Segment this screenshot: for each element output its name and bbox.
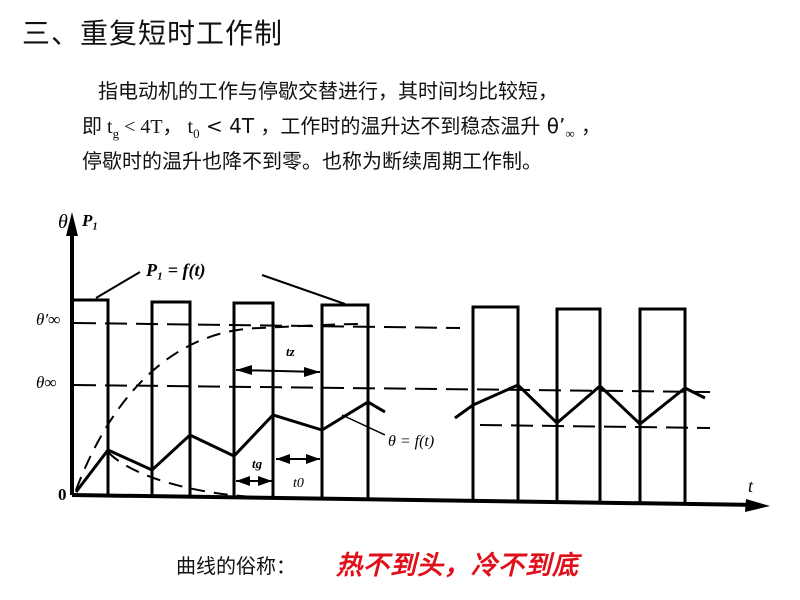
theta-inf-dashed-line — [73, 384, 711, 393]
cooling-exponential-dashed — [107, 451, 271, 499]
tg-label: tg — [252, 456, 263, 471]
temperature-curve-left — [74, 400, 386, 493]
line2-pre: 即 t — [82, 116, 113, 138]
origin-label: 0 — [58, 485, 67, 504]
x-axis-label: t — [748, 476, 754, 496]
y-axis-theta-label: θ — [58, 211, 68, 233]
paragraph-line-1: 指电动机的工作与停歇交替进行，其时间均比较短， — [98, 79, 558, 103]
slide-title: 三、重复短时工作制 — [22, 17, 284, 50]
tg-arrow-right — [258, 476, 272, 486]
tz-arrow-left — [236, 365, 252, 375]
caption-highlight: 热不到头，冷不到底 — [336, 551, 580, 581]
t0-arrow-left — [276, 454, 290, 464]
pulse-label: P₁ = f(t) — [145, 260, 206, 281]
curve-leader — [341, 414, 386, 436]
tz-arrow-right — [304, 367, 320, 377]
curve-label: θ = f(t) — [388, 433, 434, 450]
sub-g: g — [112, 126, 120, 141]
line2-mid1: < 4T， t — [119, 116, 194, 138]
theta-prime-inf-label: θ′∞ — [36, 310, 60, 329]
sub-0: 0 — [193, 126, 200, 141]
pulse-leader-right — [261, 274, 346, 305]
temperature-curve-right — [454, 383, 706, 426]
heating-exponential-dashed — [75, 323, 361, 491]
pulse-leader-left — [95, 271, 141, 299]
theta-prime-inf-dashed-line — [73, 322, 461, 329]
tg-arrow-left — [236, 476, 250, 486]
line2-post: ， — [574, 114, 601, 138]
caption-prefix: 曲线的俗称： — [176, 554, 296, 578]
t0-label: t0 — [293, 476, 304, 491]
paragraph-line-3: 停歇时的温升也降不到零。也称为断续周期工作制。 — [82, 149, 542, 173]
t0-arrow-right — [306, 454, 320, 464]
sub-inf: ∞ — [565, 126, 575, 141]
line2-mid2: < 4T ，工作时的温升达不到稳态温升 θ’ — [199, 114, 566, 138]
theta-inf-label: θ∞ — [36, 373, 56, 392]
pulse-train-left — [74, 298, 370, 499]
lower-dashed-band-line — [479, 424, 711, 429]
paragraph-line-2: 即 tg < 4T， t0 < 4T ，工作时的温升达不到稳态温升 θ’∞ ， — [82, 111, 601, 144]
y-axis-p-label: P₁ — [81, 211, 98, 230]
tz-label: tz — [286, 344, 296, 359]
y-axis-arrow — [66, 212, 78, 236]
x-axis-arrow — [745, 499, 770, 512]
x-axis-line — [71, 493, 761, 507]
